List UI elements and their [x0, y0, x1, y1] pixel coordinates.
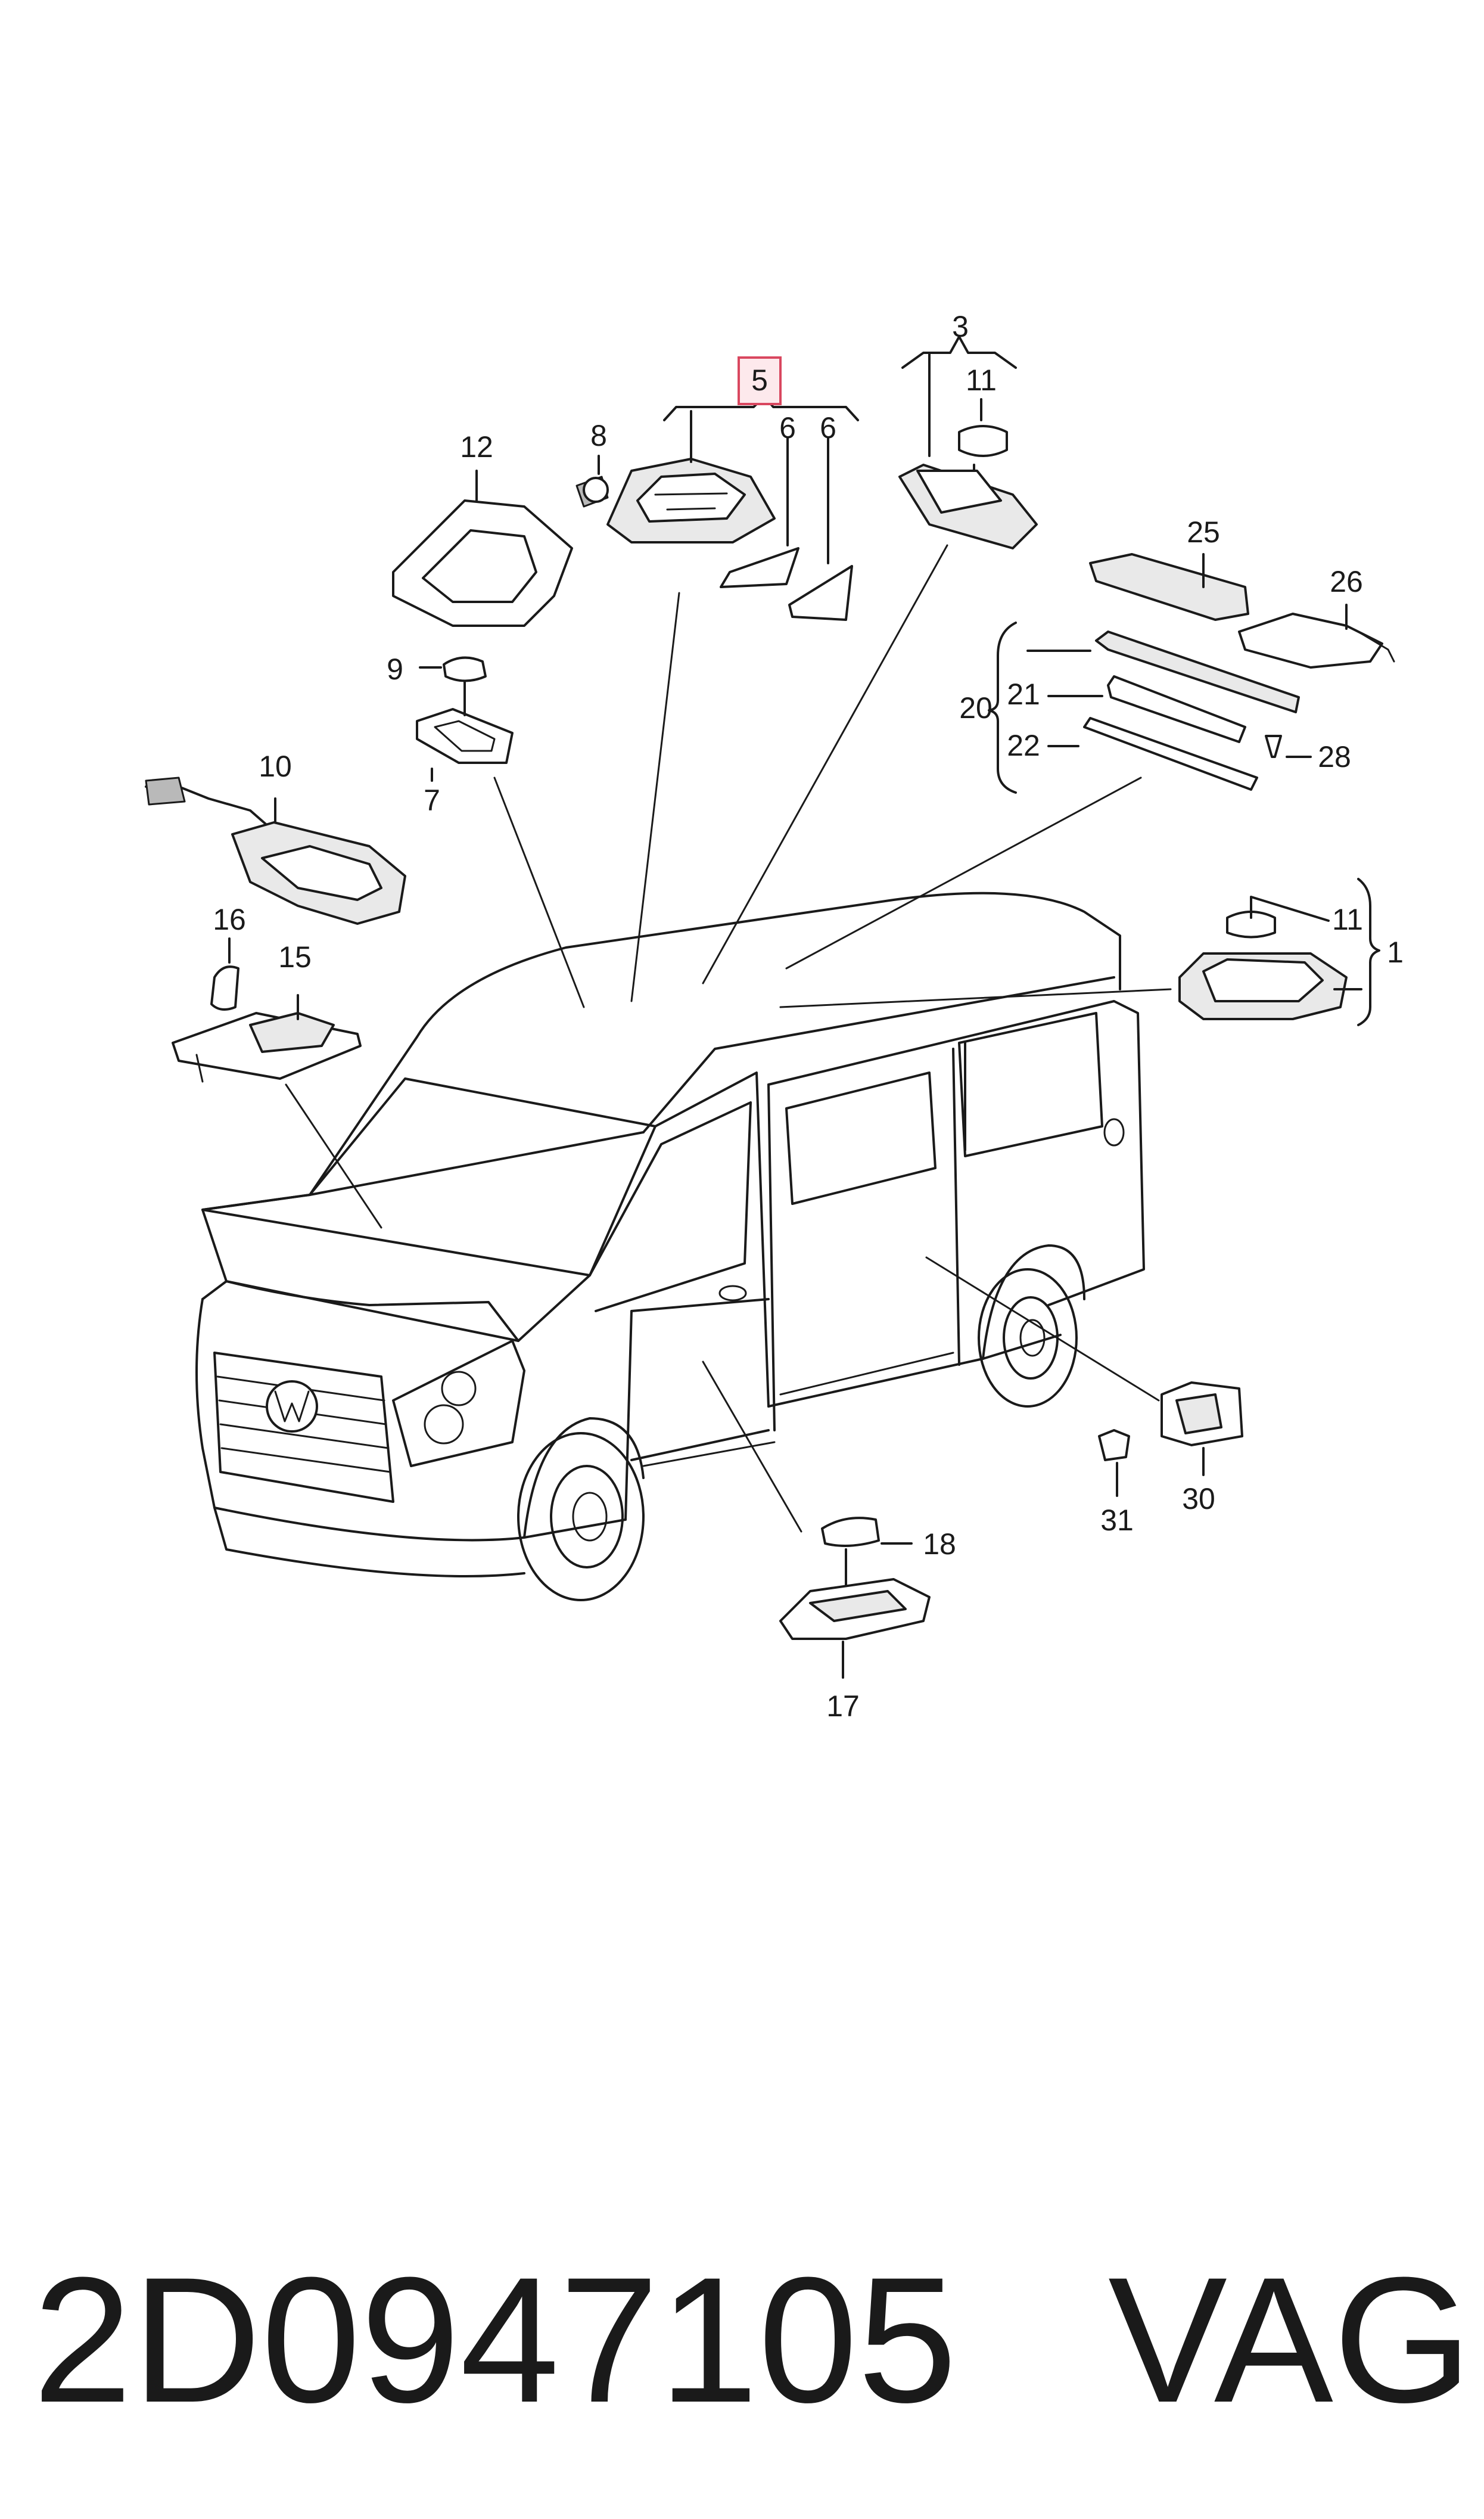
- part-28-screw: [1265, 735, 1282, 758]
- part-5-reading-light: [606, 458, 776, 543]
- part-11-bulb-top: [958, 425, 1008, 457]
- callout-26: 26: [1330, 565, 1363, 598]
- callout-20: 20: [959, 691, 993, 725]
- callout-10: 10: [259, 750, 292, 783]
- part-10-harness-light: [145, 776, 406, 925]
- part-15-switch: [172, 1012, 362, 1083]
- callout-28: 28: [1318, 740, 1351, 774]
- brand-label: VAG: [1108, 2240, 1472, 2440]
- callout-30: 30: [1182, 1482, 1215, 1515]
- callout-1: 1: [1387, 936, 1404, 969]
- part-12-frame: [392, 499, 573, 627]
- part-7-lens: [416, 708, 514, 764]
- footer: 2D0947105 VAG: [33, 2240, 1472, 2440]
- callout-11-top: 11: [966, 364, 997, 397]
- callout-31: 31: [1100, 1504, 1134, 1537]
- callout-9: 9: [387, 653, 403, 686]
- callout-15: 15: [278, 940, 312, 974]
- part-9-bulb: [443, 656, 487, 682]
- part-22-cover: [1083, 717, 1258, 791]
- part-31-bulb: [1098, 1429, 1130, 1461]
- part-3-dome-light: [898, 464, 1038, 549]
- callout-6-left: 6: [779, 411, 796, 445]
- callout-21: 21: [1007, 678, 1040, 711]
- part-8-bulb: [575, 476, 609, 508]
- part-18-bulb: [821, 1517, 880, 1547]
- highlight-box: [738, 356, 782, 405]
- part-16-bulb: [210, 965, 239, 1011]
- callout-labels: 5 3 11 6 6 12 8 9 7 10 16 15 25 26 20 21…: [213, 310, 1404, 1723]
- leader-lines: [228, 336, 1380, 1679]
- part-26-bracket: [1238, 613, 1395, 669]
- part-20-strip: [1095, 630, 1300, 713]
- part-21-tube: [1107, 675, 1246, 743]
- callout-12: 12: [460, 430, 493, 464]
- van-illustration: [195, 892, 1145, 1601]
- callout-7: 7: [424, 784, 440, 817]
- part-25-bracket: [1089, 553, 1249, 621]
- part-11-bulb-right: [1226, 911, 1276, 939]
- part-6-lens: [720, 547, 853, 621]
- callout-3: 3: [952, 310, 969, 343]
- part-number: 2D0947105: [33, 2240, 957, 2440]
- callout-17: 17: [826, 1689, 860, 1723]
- part-17-courtesy-light: [779, 1578, 931, 1640]
- callout-11-right: 11: [1332, 903, 1363, 936]
- callout-25: 25: [1187, 515, 1220, 549]
- callout-6-right: 6: [820, 411, 836, 445]
- part-30-socket: [1161, 1381, 1243, 1446]
- callout-18: 18: [923, 1527, 956, 1561]
- callout-5: 5: [751, 364, 768, 397]
- part-1-dome-light: [1178, 952, 1348, 1020]
- callout-22: 22: [1007, 729, 1040, 762]
- callout-16: 16: [213, 903, 246, 936]
- vw-badge-icon: [266, 1380, 318, 1433]
- callout-8: 8: [590, 419, 607, 452]
